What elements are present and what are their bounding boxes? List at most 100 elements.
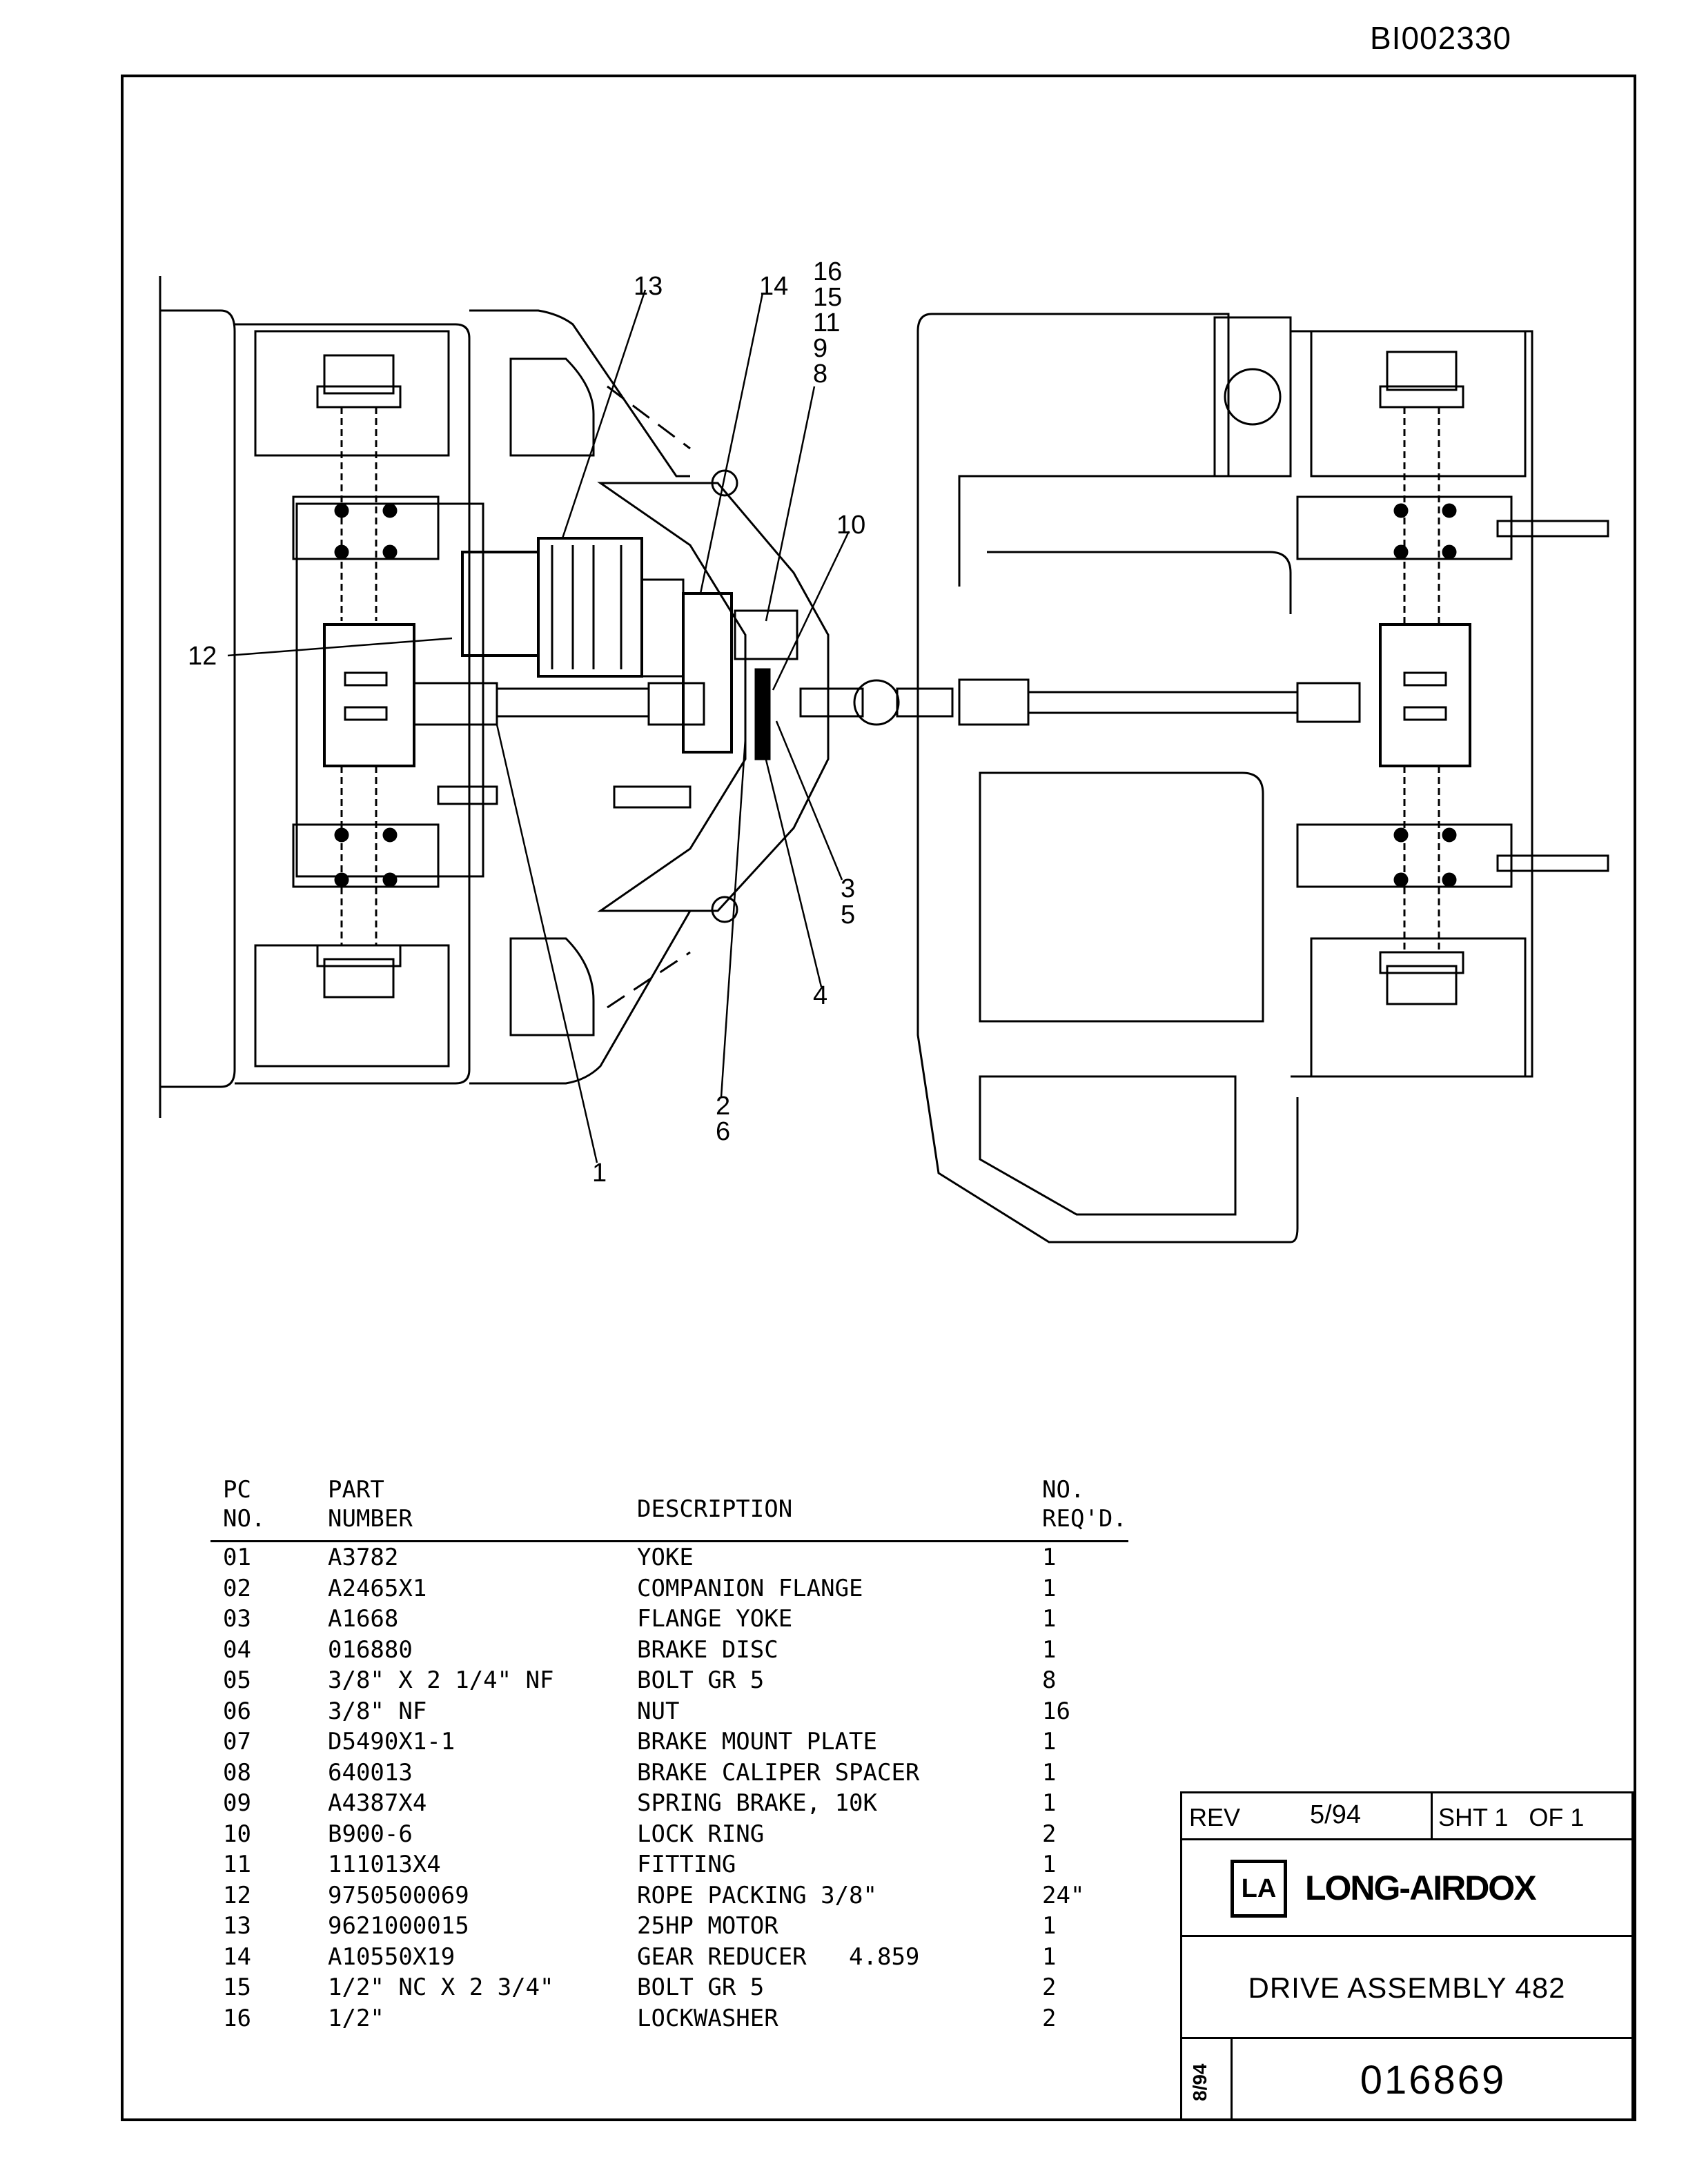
qty-cell: 1 [1042, 1851, 1057, 1878]
pc-cell: 07 [223, 1728, 251, 1755]
drawing-number-row: 8/94 016869 [1182, 2039, 1631, 2119]
description-cell: NUT [637, 1697, 680, 1725]
description-cell: ROPE PACKING 3/8" [637, 1881, 877, 1909]
callout-label: 4 [813, 981, 827, 1010]
callout-label: 13 [634, 272, 663, 301]
part-number-cell: 9621000015 [328, 1912, 469, 1940]
description-cell: YOKE [637, 1544, 694, 1571]
part-number-cell: A3782 [328, 1544, 399, 1571]
qty-cell: 1 [1042, 1635, 1057, 1664]
part-number-cell: 640013 [328, 1758, 413, 1787]
qty-cell: 8 [1042, 1666, 1057, 1694]
parts-table: PC NO. PART NUMBER DESCRIPTION NO. REQ'D… [210, 1477, 1128, 2034]
left-frame [159, 276, 692, 1118]
callout-label: 6 [716, 1117, 730, 1146]
part-number-cell: 3/8" NF [328, 1697, 427, 1725]
logo-row: LA LONG-AIRDOX [1182, 1840, 1631, 1937]
header-number: NUMBER [328, 1505, 413, 1533]
part-number-cell: A10550X19 [328, 1942, 455, 1971]
table-row: 12 9750500069 ROPE PACKING 3/8" 24" [210, 1880, 1128, 1911]
part-number-cell: B900-6 [328, 1820, 413, 1848]
header-no: NO. [223, 1505, 266, 1533]
leader-lines [227, 289, 850, 1163]
pc-cell: 10 [223, 1820, 251, 1848]
pc-cell: 13 [223, 1912, 251, 1940]
table-row: 08 640013 BRAKE CALIPER SPACER 1 [210, 1758, 1128, 1789]
pc-cell: 01 [223, 1544, 251, 1571]
qty-cell: 2 [1042, 2004, 1057, 2032]
qty-cell: 2 [1042, 1820, 1057, 1848]
pc-cell: 03 [223, 1605, 251, 1633]
header-qty-no: NO. [1042, 1476, 1085, 1504]
header-part: PART [328, 1476, 384, 1504]
callout-label: 14 [759, 272, 788, 301]
pc-cell: 14 [223, 1942, 251, 1971]
qty-cell: 1 [1042, 1758, 1057, 1787]
description-cell: BRAKE CALIPER SPACER [637, 1758, 920, 1787]
pc-cell: 12 [223, 1881, 251, 1909]
pc-cell: 02 [223, 1574, 251, 1602]
callout-label: 5 [841, 901, 855, 929]
pc-cell: 09 [223, 1789, 251, 1817]
qty-cell: 16 [1042, 1697, 1070, 1725]
part-number-cell: 3/8" X 2 1/4" NF [328, 1666, 554, 1694]
callout-label: 16 [813, 257, 842, 286]
parts-table-header: PC NO. PART NUMBER DESCRIPTION NO. REQ'D… [210, 1477, 1128, 1542]
sheet-count: SHT 1 OF 1 [1431, 1793, 1636, 1840]
description-cell: LOCKWASHER [637, 2004, 778, 2032]
callout-labels: 13 14 16 15 11 9 8 10 12 3 5 4 2 6 1 [188, 257, 865, 1188]
pc-cell: 16 [223, 2004, 251, 2032]
callout-label: 15 [813, 283, 842, 312]
drawing-title: DRIVE ASSEMBLY 482 [1248, 1971, 1566, 2004]
header-qty-reqd: REQ'D. [1042, 1505, 1127, 1533]
callout-label: 12 [188, 642, 217, 671]
company-name: LONG-AIRDOX [1305, 1869, 1537, 1907]
company-logo: LA [1231, 1860, 1287, 1918]
rev-value: 5/94 [1310, 1800, 1361, 1829]
part-number-cell: A1668 [328, 1605, 399, 1633]
qty-cell: 1 [1042, 1605, 1057, 1633]
qty-cell: 1 [1042, 1544, 1057, 1571]
callout-label: 11 [813, 308, 840, 337]
description-cell: LOCK RING [637, 1820, 765, 1848]
qty-cell: 24" [1042, 1881, 1085, 1909]
qty-cell: 1 [1042, 1942, 1057, 1971]
part-number-cell: 1/2" [328, 2004, 384, 2032]
part-number-cell: 016880 [328, 1635, 413, 1664]
callout-label: 1 [592, 1159, 607, 1188]
drawing-frame [121, 75, 1636, 2121]
callout-label: 10 [836, 511, 865, 540]
table-row: 10 B900-6 LOCK RING 2 [210, 1819, 1128, 1850]
description-cell: BOLT GR 5 [637, 1974, 765, 2001]
description-cell: BRAKE DISC [637, 1635, 778, 1664]
description-cell: COMPANION FLANGE [637, 1574, 863, 1602]
qty-cell: 1 [1042, 1789, 1057, 1817]
drawing-title-row: DRIVE ASSEMBLY 482 [1182, 1937, 1631, 2039]
description-cell: SPRING BRAKE, 10K [637, 1789, 877, 1817]
description-cell: 25HP MOTOR [637, 1912, 778, 1940]
callout-label: 2 [716, 1092, 730, 1121]
qty-cell: 2 [1042, 1974, 1057, 2001]
qty-cell: 1 [1042, 1574, 1057, 1602]
qty-cell: 1 [1042, 1728, 1057, 1755]
pc-cell: 08 [223, 1758, 251, 1787]
description-cell: FITTING [637, 1851, 736, 1878]
callout-label: 8 [813, 360, 827, 388]
logo-mark: LA [1241, 1874, 1277, 1903]
part-number-cell: 9750500069 [328, 1881, 469, 1909]
table-row: 16 1/2" LOCKWASHER 2 [210, 2003, 1128, 2034]
articulation-frame [597, 469, 830, 923]
table-row: 01 A3782 YOKE 1 [210, 1542, 1128, 1573]
right-frame [916, 313, 1609, 1243]
